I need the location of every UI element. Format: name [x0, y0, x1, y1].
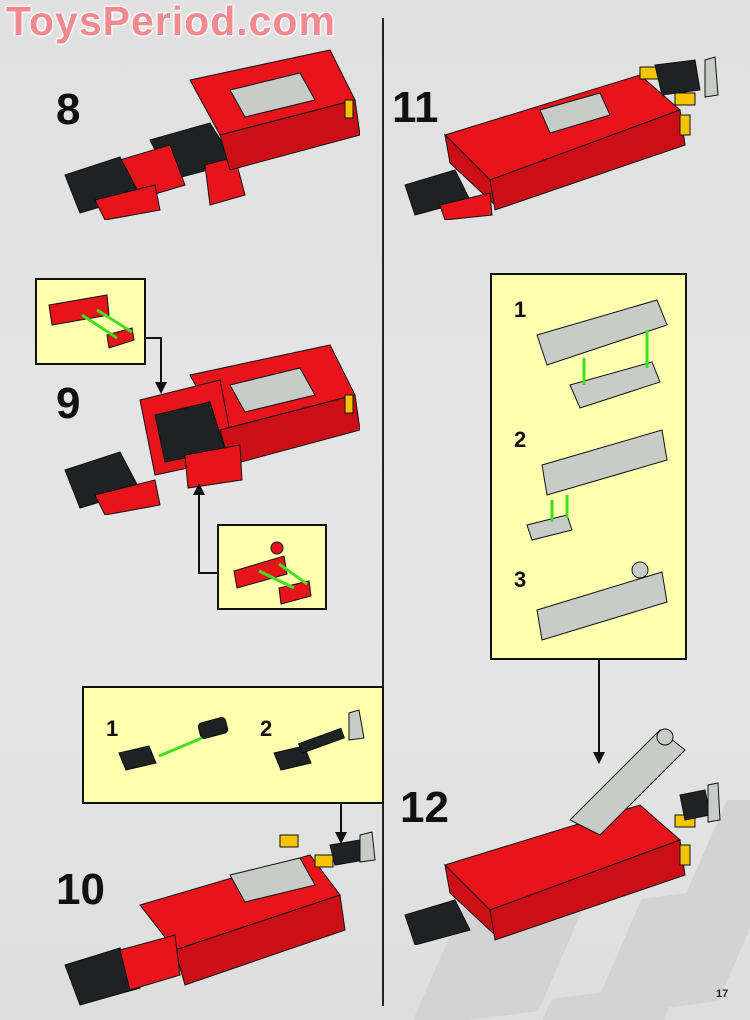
substep-number-2: 2 — [260, 716, 273, 741]
gray-plate-assembly-parts-icon — [526, 299, 668, 641]
watermark: ToysPeriod.com — [6, 0, 336, 44]
arrow-down-icon — [335, 832, 347, 844]
arrow-down-icon — [593, 752, 605, 764]
red-panel-part-icon — [233, 541, 312, 605]
connector-line — [160, 337, 162, 385]
substep-number-3: 3 — [514, 567, 527, 592]
substep-number-1: 1 — [514, 297, 527, 322]
substep-number-1: 1 — [106, 716, 119, 741]
step-number-9: 9 — [56, 379, 81, 428]
step-8-model-image — [64, 49, 360, 220]
connector-line — [340, 804, 342, 836]
connector-line — [146, 337, 162, 339]
arrow-down-icon — [155, 382, 167, 394]
step-number-11: 11 — [392, 83, 439, 132]
column-divider — [382, 18, 384, 1006]
step-number-10: 10 — [56, 865, 105, 914]
step-number-12: 12 — [400, 783, 449, 832]
step-9-bottom-callout — [217, 524, 327, 610]
page-number: 17 — [716, 988, 729, 1000]
step-12-model-image — [404, 728, 721, 945]
step-10-model-image — [64, 831, 376, 1006]
connector-line — [598, 660, 600, 755]
connector-line — [198, 494, 200, 574]
red-panel-part-icon — [48, 294, 135, 349]
step-9-top-callout — [35, 278, 146, 365]
arrow-up-icon — [193, 483, 205, 495]
pipe-assembly-parts-icon — [118, 709, 365, 771]
step-number-8: 8 — [56, 85, 81, 134]
substep-number-2: 2 — [514, 427, 527, 452]
step-11-model-image — [404, 56, 719, 220]
step-10-sub-callout: 1 2 — [82, 686, 384, 804]
step-9-model-image — [64, 344, 360, 515]
connector-line — [198, 572, 218, 574]
step-12-sub-callout: 1 2 3 — [490, 273, 687, 660]
